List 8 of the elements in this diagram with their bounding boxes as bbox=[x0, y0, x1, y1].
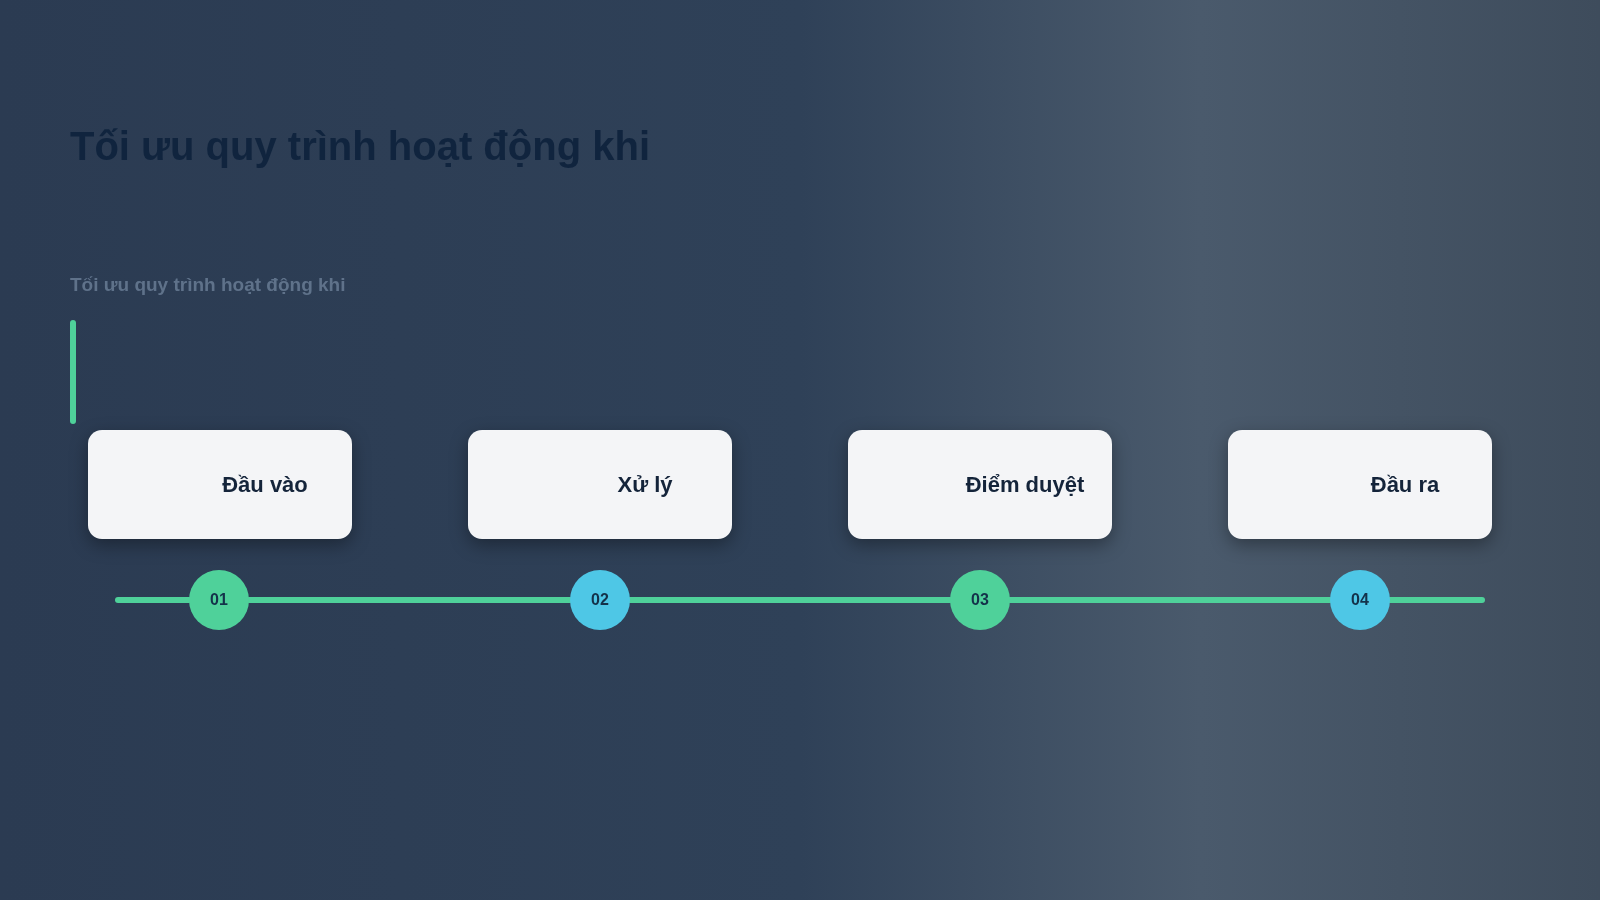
step-title: Đầu ra bbox=[1370, 471, 1440, 498]
step-card bbox=[88, 430, 352, 539]
step-card bbox=[1228, 430, 1492, 539]
step-card bbox=[848, 430, 1112, 539]
step-card bbox=[468, 430, 732, 539]
step-title: Xử lý bbox=[617, 471, 673, 498]
step-title: Đầu vào bbox=[222, 471, 308, 498]
step-title: Điểm duyệt bbox=[965, 471, 1085, 498]
